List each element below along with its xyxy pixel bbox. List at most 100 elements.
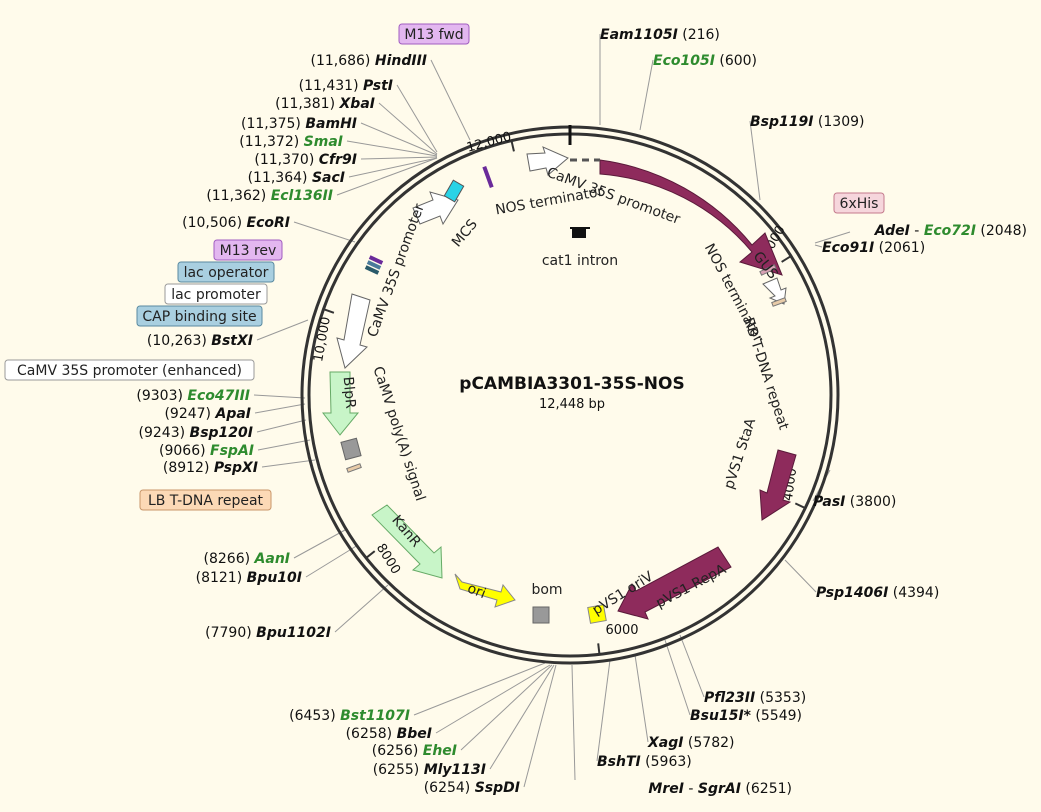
leader-bsp120i	[256, 419, 307, 433]
leader-mly113i	[489, 664, 555, 770]
svg-text:(9247) ApaI: (9247) ApaI	[164, 406, 251, 422]
svg-text:AdeI - Eco72I (2048): AdeI - Eco72I (2048)	[874, 223, 1027, 239]
enzyme-ecori[interactable]: (10,506) EcoRI	[182, 215, 290, 231]
svg-text:CaMV 35S promoter (enhanced): CaMV 35S promoter (enhanced)	[17, 363, 242, 379]
enzyme-hindiii[interactable]: (11,686) HindIII	[310, 53, 427, 69]
svg-text:(8912) PspXI: (8912) PspXI	[163, 460, 258, 476]
enzyme-eam1105i[interactable]: Eam1105I (216)	[600, 27, 720, 43]
box-label-camv-35s-promoter-enhanced: CaMV 35S promoter (enhanced)	[4, 359, 255, 381]
svg-text:(11,362) Ecl136II: (11,362) Ecl136II	[206, 188, 333, 204]
svg-text:(7790) Bpu1102I: (7790) Bpu1102I	[205, 625, 331, 641]
features	[321, 125, 797, 624]
enzyme-bpu1102i[interactable]: (7790) Bpu1102I	[205, 625, 331, 641]
svg-text:(6258) BbeI: (6258) BbeI	[346, 726, 432, 742]
enzyme-saci[interactable]: (11,364) SacI	[248, 170, 345, 186]
bom-box[interactable]	[532, 606, 550, 624]
leader-bstxi	[256, 319, 309, 341]
enzyme-bsu15i[interactable]: Bsu15I* (5549)	[690, 708, 802, 724]
site-leader-lines	[253, 34, 851, 788]
svg-text:(11,686) HindIII: (11,686) HindIII	[310, 53, 427, 69]
enzyme-bstxi[interactable]: (10,263) BstXI	[147, 333, 253, 349]
enzyme-xagi[interactable]: XagI (5782)	[647, 735, 735, 751]
svg-text:(6453) Bst1107I: (6453) Bst1107I	[289, 708, 410, 724]
svg-text:(11,372) SmaI: (11,372) SmaI	[239, 134, 343, 150]
camv35s-top-arrow[interactable]	[412, 191, 459, 226]
camv35s-start-arrow[interactable]	[526, 146, 569, 176]
enzyme-bpu10i[interactable]: (8121) Bpu10I	[196, 570, 302, 586]
enzyme-bsp119i[interactable]: Bsp119I (1309)	[750, 114, 864, 130]
leader-pfl23ii	[679, 634, 705, 698]
leader-bpu1102i	[334, 584, 389, 633]
box-label-m13-fwd: M13 fwd	[398, 23, 470, 45]
svg-text:MreI - SgrAI (6251): MreI - SgrAI (6251)	[648, 781, 792, 797]
leader-fspai	[257, 439, 311, 451]
enzyme-bamhi[interactable]: (11,375) BamHI	[241, 116, 357, 132]
enzyme-psti[interactable]: (11,431) PstI	[299, 78, 393, 94]
enzyme-bsp120i[interactable]: (9243) Bsp120I	[139, 425, 253, 441]
enzyme-pasi[interactable]: PasI (3800)	[813, 494, 896, 510]
leader-psp1406i	[784, 559, 817, 593]
tick-2000	[781, 254, 793, 263]
box-label-6xhis: 6xHis	[833, 192, 885, 214]
enzyme-smai[interactable]: (11,372) SmaI	[239, 134, 343, 150]
enzyme-fspai[interactable]: (9066) FspAI	[159, 443, 254, 459]
leader-apai	[254, 403, 306, 414]
nos-terminator-arrow[interactable]	[762, 277, 787, 305]
enzyme-ecl136ii[interactable]: (11,362) Ecl136II	[206, 188, 333, 204]
restriction-enzyme-labels: (11,686) HindIII (11,431) PstI (11,381) Xb…	[136, 27, 1027, 797]
enzyme-mrei-sgrai[interactable]: MreI - SgrAI (6251)	[648, 781, 792, 797]
leader-combo-0	[814, 231, 851, 244]
leader-ecl136ii	[336, 157, 438, 196]
enzyme-bbei[interactable]: (6258) BbeI	[346, 726, 432, 742]
blpr-arrow[interactable]	[321, 371, 360, 436]
leader-pspxi	[261, 459, 316, 468]
enzyme-sspdi[interactable]: (6254) SspDI	[424, 780, 520, 796]
svg-text:(6254) SspDI: (6254) SspDI	[424, 780, 520, 796]
mcs-box[interactable]	[443, 179, 465, 203]
leader-eco47iii	[253, 394, 306, 399]
enzyme-bst1107i[interactable]: (6453) Bst1107I	[289, 708, 410, 724]
svg-text:(10,263) BstXI: (10,263) BstXI	[147, 333, 253, 349]
leader-bpu10i	[305, 544, 359, 578]
leader-aani	[293, 529, 346, 559]
enzyme-bshti[interactable]: BshTI (5963)	[597, 754, 692, 770]
feature-label-pvs1-staa: pVS1 StaA	[721, 416, 759, 491]
enzyme-ehei[interactable]: (6256) EheI	[372, 743, 457, 759]
leader-cfr9i	[360, 156, 438, 160]
leader-combo-1	[571, 664, 576, 781]
mcs-marker	[482, 165, 494, 189]
enzyme-eco91i[interactable]: Eco91I (2061)	[822, 240, 925, 256]
leader-hindiii	[430, 59, 471, 141]
leader-bamhi	[360, 122, 438, 156]
svg-text:XagI (5782): XagI (5782)	[647, 735, 735, 751]
svg-text:(10,506) EcoRI: (10,506) EcoRI	[182, 215, 290, 231]
feature-label-bom: bom	[531, 582, 562, 598]
enzyme-apai[interactable]: (9247) ApaI	[164, 406, 251, 422]
ori-arrow[interactable]	[454, 573, 516, 608]
leader-bshti	[596, 659, 611, 762]
feature-label-ori: ori	[465, 580, 488, 602]
svg-text:lac promoter: lac promoter	[171, 287, 261, 303]
enzyme-pfl23ii[interactable]: Pfl23II (5353)	[704, 690, 806, 706]
enzyme-aani[interactable]: (8266) AanI	[204, 551, 290, 567]
enzyme-pspxi[interactable]: (8912) PspXI	[163, 460, 258, 476]
svg-text:6xHis: 6xHis	[840, 196, 879, 212]
enzyme-eco105i[interactable]: Eco105I (600)	[653, 53, 757, 69]
gus-feature-arrow[interactable]	[599, 159, 783, 276]
enzyme-adei-eco72i[interactable]: AdeI - Eco72I (2048)	[874, 223, 1027, 239]
kanr-arrow[interactable]	[371, 504, 443, 579]
camv35s-left-arrow[interactable]	[336, 293, 371, 369]
enzyme-mly113i[interactable]: (6255) Mly113I	[373, 762, 486, 778]
enzyme-eco47iii[interactable]: (9303) Eco47III	[136, 388, 250, 404]
feature-label-mcs: MCS	[449, 216, 481, 250]
pvs1-staa-arrow[interactable]	[759, 449, 797, 521]
enzyme-xbai[interactable]: (11,381) XbaI	[275, 96, 375, 112]
leader-bsp119i	[749, 120, 761, 201]
tick-8000	[364, 550, 376, 560]
pvs1-repa-arrow[interactable]	[617, 546, 732, 620]
leader-xbai	[378, 102, 438, 155]
pvs1-oriv-box[interactable]	[587, 604, 607, 624]
enzyme-psp1406i[interactable]: Psp1406I (4394)	[816, 585, 939, 601]
enzyme-cfr9i[interactable]: (11,370) Cfr9I	[254, 152, 357, 168]
camv-polya-box[interactable]	[340, 437, 362, 461]
